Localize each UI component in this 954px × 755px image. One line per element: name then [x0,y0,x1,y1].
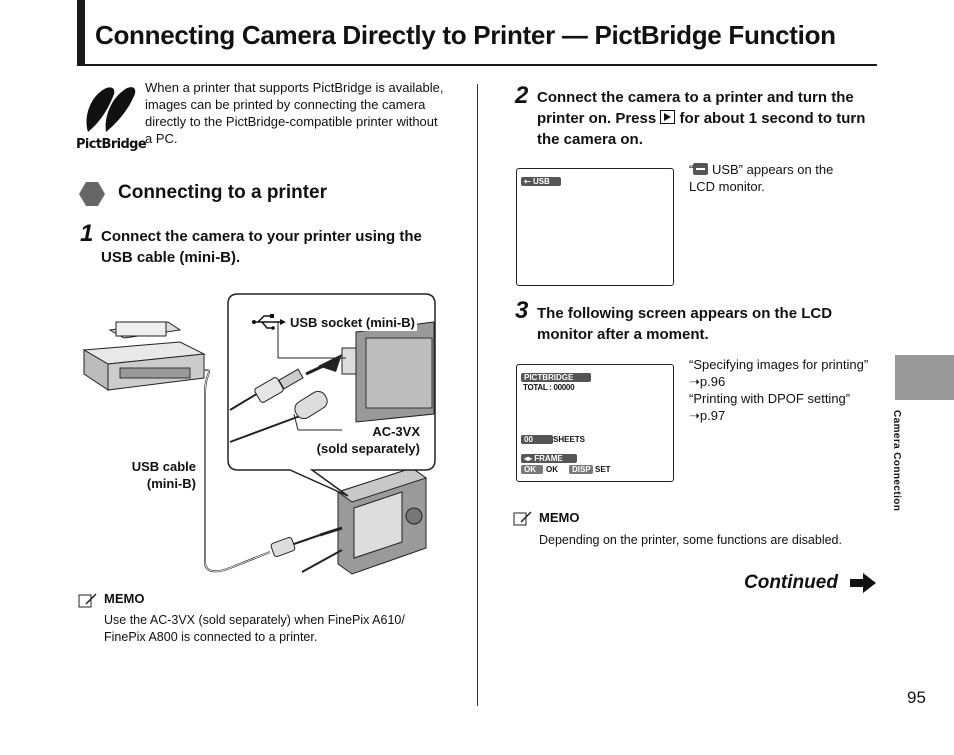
usb-socket-label: USB socket (mini-B) [288,314,417,331]
lcd2-note-ref2: ➝p.97 [689,408,726,423]
ac-label-line1: AC-3VX [372,424,420,439]
printer-drawing [82,321,206,391]
lcd-sheets-label: SHEETS [553,435,586,444]
lcd2-note-line2: “Printing with DPOF setting” [689,391,851,406]
ac-label-line2: (sold separately) [316,441,420,456]
memo-pencil-icon [78,593,97,608]
lcd-usb-tag-text: USB [532,177,550,186]
lcd-pictbridge-tag: PICTBRIDGE [521,373,591,382]
lcd-sheet-count: 00 [521,435,553,444]
lcd-left-right-arrows-icon: ◂▸ [524,454,533,463]
lcd-ok-key: OK [521,465,543,474]
lcd-disp-key: DISP [569,465,593,474]
usb-symbol-icon [252,314,286,330]
page-number: 95 [907,688,926,707]
title-accent-bar [77,0,85,64]
cable-label-line1: USB cable [131,459,196,474]
step-1-number: 1 [80,220,94,247]
section-heading: Connecting to a printer [118,182,327,203]
step-2-text-after: for about 1 second to turn the camera on… [537,110,866,148]
lcd-set-label: SET [595,465,611,474]
side-chapter-label: Camera Connection [891,410,912,520]
memo-left-label: MEMO [104,591,145,606]
title-underline [77,64,877,66]
step-2-text-before: Connect the camera to a printer and turn… [537,89,854,127]
playback-button-icon [660,110,676,124]
camera-drawing [301,467,428,575]
hexagon-bullet-icon [79,182,105,206]
column-divider [477,84,478,706]
memo-right-body: Depending on the printer, some functions… [539,533,842,547]
lcd-frame-button: ◂▸ FRAME [521,454,577,463]
continued-arrow-icon [850,573,876,593]
memo-right-label: MEMO [539,510,580,525]
lcd1-note-close: USB” appears on the LCD monitor. [689,162,834,194]
intro-paragraph: When a printer that supports PictBridge … [145,80,444,146]
usb-inline-icon [693,163,709,175]
step-2-number: 2 [515,82,529,109]
ac-adapter-label: AC-3VX (sold separately) [300,423,420,457]
continued-label: Continued [744,572,838,593]
title-bar: Connecting Camera Directly to Printer — … [77,0,877,66]
lcd-total-count: TOTAL : 00000 [523,383,575,392]
cable-label-line2: (mini-B) [146,476,196,491]
side-index-tab [895,355,954,400]
pictbridge-logo-icon [86,87,136,132]
camera-printer-connection-illustration [82,293,436,575]
lcd-frame-label: FRAME [534,454,563,463]
lcd2-notes: “Specifying images for printing” ➝p.96 “… [689,356,879,424]
lcd-usb-tag: ⇠ USB [521,177,561,186]
pictbridge-logo-text: PictBridge [76,137,147,152]
step-3-text: The following screen appears on the LCD … [537,305,833,343]
lcd1-note-open: “ [689,162,694,177]
page-title: Connecting Camera Directly to Printer — … [95,20,836,50]
lcd-screen-pictbridge: PICTBRIDGE TOTAL : 00000 00 SHEETS ◂▸ FR… [516,364,674,482]
lcd-screen-usb: ⇠ USB [516,168,674,286]
lcd2-note-ref1: ➝p.96 [689,374,726,389]
lcd2-note-line1: “Specifying images for printing” [689,357,869,372]
lcd-ok-label: OK [546,465,558,474]
side-chapter-text: Camera Connection [891,410,902,512]
step-1-text: Connect the camera to your printer using… [101,228,422,266]
step-2-text: Connect the camera to a printer and turn… [537,87,882,150]
memo-pencil-icon [513,511,532,526]
lcd-usb-symbol-icon: ⇠ [524,177,531,186]
lcd1-note: “ USB” appears on the LCD monitor. [689,161,849,195]
memo-left-body: Use the AC-3VX (sold separately) when Fi… [104,613,405,644]
step-3-number: 3 [515,297,529,324]
usb-cable-label: USB cable (mini-B) [110,458,196,492]
